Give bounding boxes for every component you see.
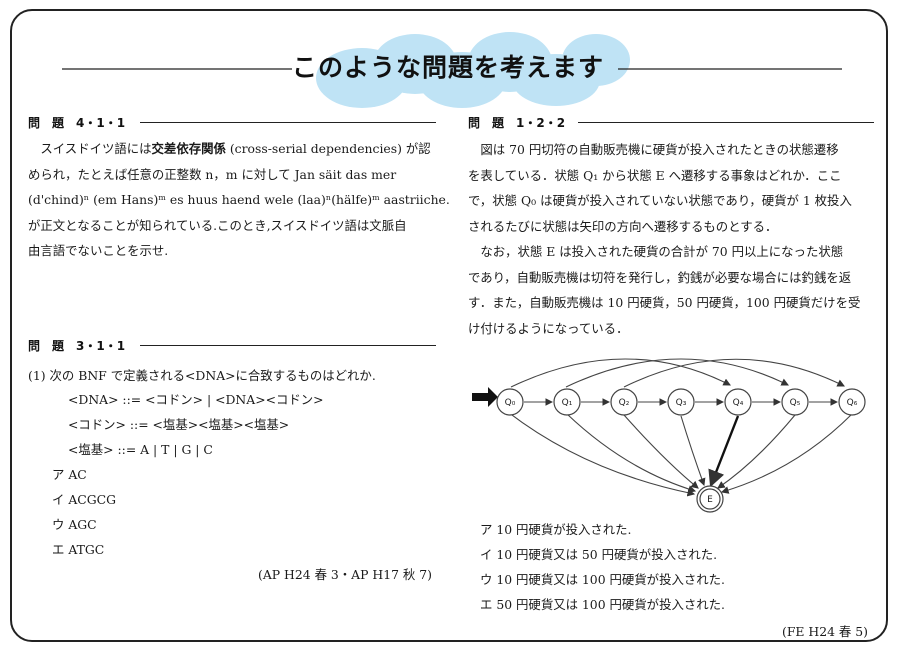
text-line: 由言語でないことを示せ. [28,243,169,258]
final-state-label: E [707,495,713,505]
heading-rule [140,122,436,123]
problem-4-1-1-body: スイスドイツ語には交差依存関係 (cross-serial dependenci… [28,136,450,264]
answer-option: ア 10 円硬貨が投入された. [480,522,632,537]
state-node [667,388,695,416]
text-line: スイスドイツ語には交差依存関係 (cross-serial dependenci… [28,141,431,156]
state-label: Q₄ [733,398,744,408]
text-line: なお，状態 E は投入された硬貨の合計が 70 円以上になった状態 [468,244,844,259]
answer-option: ウ 10 円硬貨又は 100 円硬貨が投入された. [480,572,725,587]
answer-option: ア AC [52,467,87,482]
text-line: す．また，自動販売機は 10 円硬貨，50 円硬貨，100 円硬貨だけを受 [468,295,861,310]
state-label: Q₆ [847,398,858,408]
state-node [496,388,524,416]
bnf-rule: <コドン> ::= <塩基><塩基><塩基> [68,417,290,432]
text-line: け付けるようになっている． [468,320,629,336]
state-label: Q₁ [562,398,573,408]
start-arrow-icon [472,387,498,407]
banner: このような問題を考えます [0,0,900,110]
text-line: されるたびに状態は矢印の方向へ遷移するものとする． [468,218,778,234]
answer-option: イ ACGCG [52,492,117,507]
answer-option: ウ AGC [52,517,97,532]
text-line: であり，自動販売機は切符を発行し，釣銭が必要な場合には釣銭を返 [468,269,852,285]
bnf-rule: <塩基> ::= A | T | G | C [68,442,213,457]
problem-1-2-2-heading: 問 題 1・2・2 [468,116,566,130]
state-label: Q₅ [790,398,801,408]
state-label: Q₀ [505,398,516,408]
heading-rule [578,122,874,123]
state-node [838,388,866,416]
banner-cloud-decoration [62,32,842,108]
state-node [553,388,581,416]
state-node [781,388,809,416]
state-label: Q₂ [619,398,630,408]
problem-3-1-1-question: (1) 次の BNF で定義される<DNA>に合致するものはどれか. [28,368,376,383]
answer-option: エ ATGC [52,542,105,557]
citation: (AP H24 春 3・AP H17 秋 7) [258,567,432,582]
problem-3-1-1-heading: 問 題 3・1・1 [28,339,126,353]
bnf-rule: <DNA> ::= <コドン> | <DNA><コドン> [68,392,324,407]
text-line: められ，たとえば任意の正整数 n，m に対して Jan säit das mer [28,166,397,182]
text-line: で，状態 Q₀ は硬貨が投入されていない状態であり，硬貨が 1 枚投入 [468,193,852,208]
heading-rule [140,345,436,346]
state-node [724,388,752,416]
banner-title: このような問題を考えます [292,53,605,82]
text-line: 図は 70 円切符の自動販売機に硬貨が投入されたときの状態遷移 [468,142,839,157]
state-label: Q₃ [676,398,687,408]
text-line: (d'chind)ⁿ (em Hans)ᵐ es huus haend wele… [28,192,450,207]
citation: (FE H24 春 5) [782,624,868,639]
highlight-arrow [708,415,740,488]
answer-option: イ 10 円硬貨又は 50 円硬貨が投入された. [480,547,718,562]
text-line: が正文となることが知られている.このとき,スイスドイツ語は文脈自 [28,217,407,233]
page-frame [10,9,888,642]
state-node [610,388,638,416]
answer-option: エ 50 円硬貨又は 100 円硬貨が投入された. [480,597,725,612]
problem-1-2-2-body: 図は 70 円切符の自動販売機に硬貨が投入されたときの状態遷移 を表している．状… [468,137,860,341]
problem-4-1-1-heading: 問 題 4・1・1 [28,116,126,130]
text-line: を表している．状態 Q₁ から状態 E へ遷移する事象はどれか．ここ [468,167,842,183]
state-transition-diagram: Q₀ Q₁ Q₂ Q₃ Q₄ Q₅ Q₆ E [472,358,866,513]
